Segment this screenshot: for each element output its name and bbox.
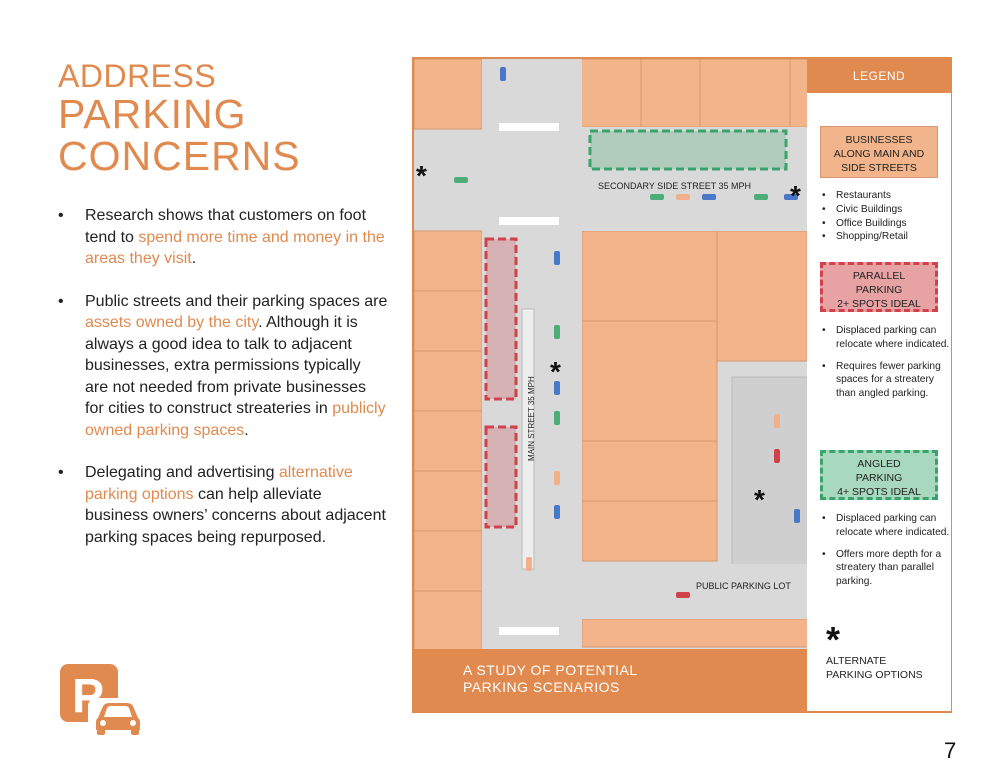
map-caption: A STUDY OF POTENTIAL PARKING SCENARIOS [463,662,638,695]
legend-parallel-box: PARALLEL PARKING 2+ SPOTS IDEAL [820,262,938,312]
alt-parking-star: * [790,180,801,211]
title-line-1: ADDRESS [58,58,217,94]
legend-header: LEGEND [807,59,951,93]
bullet-text: . Although it is always a good idea to t… [85,314,367,417]
bullet-highlight: assets owned by the city [85,314,259,331]
title-line-3: CONCERNS [58,133,301,179]
title-line-2: PARKING [58,91,247,137]
bullet-highlight: publicly owned parking spaces [85,400,386,439]
page-number: 7 [944,738,957,763]
bullet-list: • Research shows that customers on foot … [58,205,388,569]
bullet-text: . [244,421,249,439]
bullet-text: . [191,250,197,267]
bullet-text: Public streets and their parking spaces … [85,292,388,310]
map-drawing: SECONDARY SIDE STREET 35 MPH MAIN STREET… [414,59,950,711]
legend-parallel-list: Displaced parking can relocate where ind… [822,324,950,409]
alt-parking-star: * [754,484,765,515]
legend-businesses-box: BUSINESSES ALONG MAIN AND SIDE STREETS [820,126,938,178]
bullet-text: can help alleviate business owners’ conc… [85,485,386,546]
bullet-highlight: spend more time and money in the areas t… [85,228,385,268]
legend-businesses-list: Restaurants Civic Buildings Office Build… [822,189,950,244]
bullet-item: • Public streets and their parking space… [58,292,388,439]
main-street-label: MAIN STREET 35 MPH [527,376,536,461]
street-map: SECONDARY SIDE STREET 35 MPH MAIN STREET… [412,57,952,713]
bullet-item: • Delegating and advertising alternative… [58,464,386,546]
bullet-text: Delegating and advertising [85,464,279,481]
alt-parking-star: * [550,356,561,387]
parking-car-icon: P [60,664,144,738]
bullet-highlight: alternative parking options [85,464,353,503]
legend-star-icon: * [826,619,841,660]
bullet-item: • Research shows that customers on foot … [58,207,385,268]
secondary-street-label: SECONDARY SIDE STREET 35 MPH [598,181,751,191]
bullet-text: Research shows that customers on foot te… [85,207,367,246]
parking-lot-label: PUBLIC PARKING LOT [696,581,791,591]
legend-alternate-label: ALTERNATE PARKING OPTIONS [826,655,923,681]
alt-parking-star: * [416,160,427,191]
legend-angled-list: Displaced parking can relocate where ind… [822,512,950,597]
legend-angled-box: ANGLED PARKING 4+ SPOTS IDEAL [820,450,938,500]
